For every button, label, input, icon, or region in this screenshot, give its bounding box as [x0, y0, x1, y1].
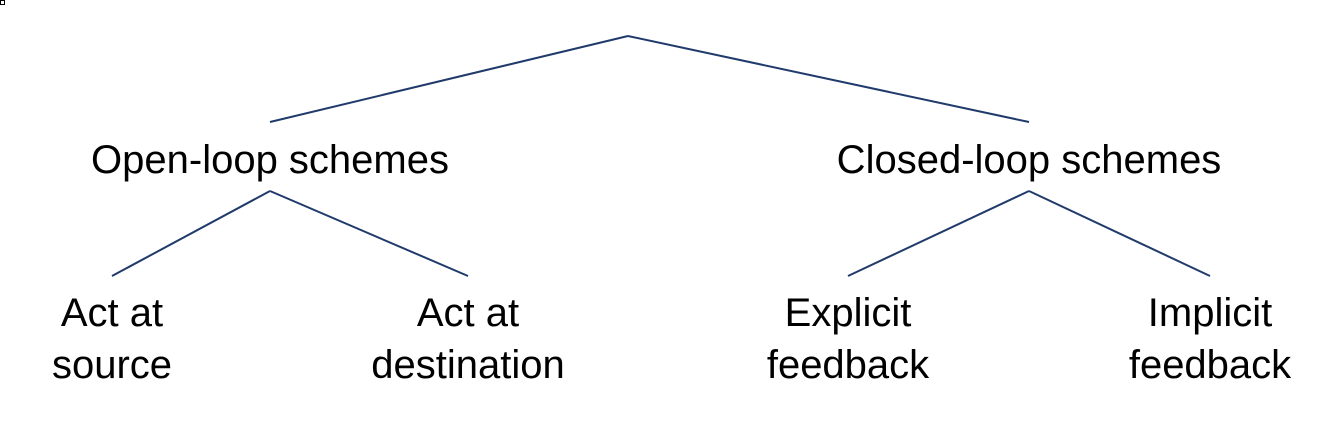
edge-open-loop-to-act-at-destination — [269, 190, 469, 277]
node-implicit-feedback-line-2: feedback — [1128, 343, 1292, 387]
node-implicit-feedback-line-1: Implicit — [1147, 291, 1273, 335]
corner-marker — [0, 0, 5, 5]
node-explicit-feedback: Explicit feedback — [767, 287, 929, 391]
edge-closed-loop-to-implicit-feedback — [1028, 190, 1211, 277]
node-closed-loop-schemes: Closed-loop schemes — [837, 134, 1222, 186]
edge-group — [111, 35, 1211, 277]
node-implicit-feedback: Implicit feedback — [1129, 287, 1291, 391]
node-act-at-source-line-1: Act at — [60, 291, 164, 335]
edge-open-loop-to-act-at-source — [111, 190, 271, 277]
node-explicit-feedback-line-2: feedback — [766, 343, 930, 387]
edge-closed-loop-to-explicit-feedback — [847, 190, 1030, 277]
node-explicit-feedback-line-1: Explicit — [784, 291, 912, 335]
node-open-loop-label: Open-loop schemes — [91, 138, 449, 182]
node-act-at-source: Act at source — [52, 287, 172, 391]
edge-root-to-closed-loop — [627, 35, 1030, 123]
node-act-at-destination: Act at destination — [371, 287, 564, 391]
node-open-loop-schemes: Open-loop schemes — [91, 134, 449, 186]
node-act-at-destination-line-2: destination — [371, 343, 565, 387]
node-act-at-destination-line-1: Act at — [416, 291, 520, 335]
node-act-at-source-line-2: source — [51, 343, 173, 387]
node-closed-loop-label: Closed-loop schemes — [836, 138, 1222, 182]
edge-root-to-open-loop — [269, 35, 629, 123]
